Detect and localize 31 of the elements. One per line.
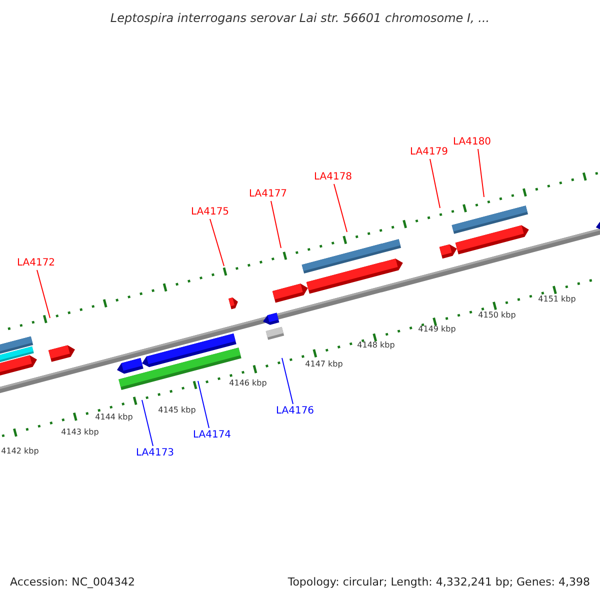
gene-label: LA4180	[452, 136, 492, 148]
map-title: Leptospira interrogans serovar Lai str. 56601 chromosome I, ...	[110, 11, 490, 25]
gene-label: LA4179	[410, 146, 448, 158]
scale-label: 4142 kbp	[1, 446, 39, 456]
genome-summary: Topology: circular; Length: 4,332,241 bp; Genes: 4,398	[288, 576, 590, 588]
gene-label: LA4175	[190, 206, 230, 218]
gene-label: LA4177	[248, 188, 288, 200]
leader-line	[334, 184, 348, 232]
leader-line	[210, 218, 224, 266]
scale-label: 4144 kbp	[95, 412, 133, 422]
leader-line	[270, 200, 282, 248]
scale-label: 4149 kbp	[418, 324, 456, 334]
leader-line	[282, 358, 294, 404]
leader-line	[36, 270, 50, 318]
gene-label: LA4176	[276, 406, 314, 416]
gene-label: LA4174	[192, 430, 232, 440]
scale-label: 4151 kbp	[538, 294, 576, 304]
leader-line	[478, 148, 484, 198]
scale-label: 4145 kbp	[158, 406, 196, 414]
gene-label: LA4178	[314, 172, 352, 182]
scale-label: 4147 kbp	[305, 360, 343, 368]
leader-line	[198, 380, 210, 428]
scale-label: 4146 kbp	[229, 378, 267, 388]
scale-label: 4143 kbp	[61, 428, 99, 436]
gene-label: LA4172	[16, 258, 56, 268]
scale-label: 4150 kbp	[478, 310, 516, 320]
leader-line	[142, 400, 154, 446]
scale-label: 4148 kbp	[357, 340, 395, 350]
accession-text: Accession: NC_004342	[10, 576, 136, 588]
leader-line	[430, 158, 440, 208]
gene-label: LA4173	[136, 448, 174, 458]
